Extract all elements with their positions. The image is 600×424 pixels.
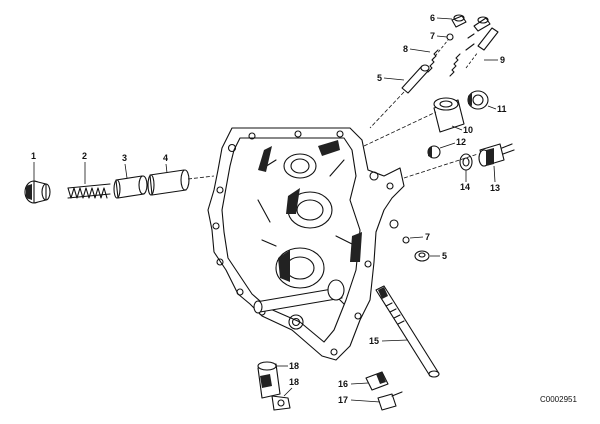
- part-16-clamp: [365, 371, 389, 391]
- callout-7-upper: 7: [430, 31, 448, 41]
- svg-text:18: 18: [289, 377, 299, 387]
- part-8-spring-right: [449, 53, 461, 77]
- callout-15: 15: [369, 336, 409, 346]
- svg-text:17: 17: [338, 395, 348, 405]
- part-12-plug: [427, 145, 441, 159]
- svg-text:12: 12: [456, 137, 466, 147]
- part-15-drive-shaft: [375, 285, 440, 378]
- svg-text:16: 16: [338, 379, 348, 389]
- part-13-sensor: [478, 143, 515, 167]
- callout-18-upper: 18: [276, 361, 299, 371]
- part-18-sensor-body: [257, 361, 281, 399]
- svg-text:5: 5: [377, 73, 382, 83]
- part-8-spring-left: [427, 49, 439, 73]
- housing-internal-details: [257, 140, 362, 330]
- part-9-pin-group: [465, 16, 499, 69]
- svg-text:4: 4: [163, 153, 168, 163]
- part-18-clip: [271, 395, 291, 411]
- part-4-sleeve: [147, 169, 190, 196]
- part-10-bushing: [433, 97, 465, 133]
- part-11-ring: [467, 90, 489, 110]
- part-5-small-cap: [414, 250, 430, 262]
- svg-text:1: 1: [31, 151, 36, 161]
- callout-6: 6: [430, 13, 453, 23]
- callout-16: 16: [338, 379, 369, 389]
- svg-text:9: 9: [500, 55, 505, 65]
- callout-1: 1: [31, 151, 36, 181]
- callout-9: 9: [484, 55, 505, 65]
- transmission-housing: [207, 127, 405, 361]
- callout-7-lower: 7: [409, 232, 430, 242]
- callout-18-lower: 18: [283, 377, 299, 397]
- callout-10: 10: [451, 125, 473, 135]
- callout-2: 2: [82, 151, 87, 184]
- svg-text:14: 14: [460, 182, 470, 192]
- callout-5-upper: 5: [377, 73, 405, 83]
- part-7-ball: [446, 33, 454, 41]
- callout-4: 4: [163, 153, 168, 174]
- callout-8: 8: [403, 44, 431, 54]
- part-7-small-ball: [402, 236, 410, 244]
- svg-text:7: 7: [430, 31, 435, 41]
- flange-bolt-holes: [212, 130, 394, 356]
- svg-text:6: 6: [430, 13, 435, 23]
- callout-3: 3: [122, 153, 128, 179]
- part-3-sleeve: [113, 175, 148, 199]
- svg-text:7: 7: [425, 232, 430, 242]
- svg-text:3: 3: [122, 153, 127, 163]
- svg-text:13: 13: [490, 183, 500, 193]
- svg-text:18: 18: [289, 361, 299, 371]
- part-5-pin: [401, 64, 430, 94]
- callout-13: 13: [490, 165, 500, 193]
- svg-text:5: 5: [442, 251, 447, 261]
- svg-text:15: 15: [369, 336, 379, 346]
- svg-text:10: 10: [463, 125, 473, 135]
- callout-11: 11: [487, 104, 507, 114]
- svg-text:8: 8: [403, 44, 408, 54]
- callout-14: 14: [460, 170, 470, 192]
- detent-ball: [389, 219, 399, 229]
- part-17-bolt: [377, 391, 403, 411]
- image-code: C0002951: [540, 395, 577, 404]
- svg-text:11: 11: [497, 104, 507, 114]
- callout-17: 17: [338, 395, 381, 405]
- callout-12: 12: [439, 137, 466, 149]
- part-1-cap: [24, 180, 51, 204]
- svg-text:2: 2: [82, 151, 87, 161]
- part-6-cap-top: [451, 14, 467, 28]
- callout-5-lower: 5: [430, 251, 447, 261]
- part-2-spring: [67, 183, 111, 199]
- output-shaft: [253, 279, 345, 314]
